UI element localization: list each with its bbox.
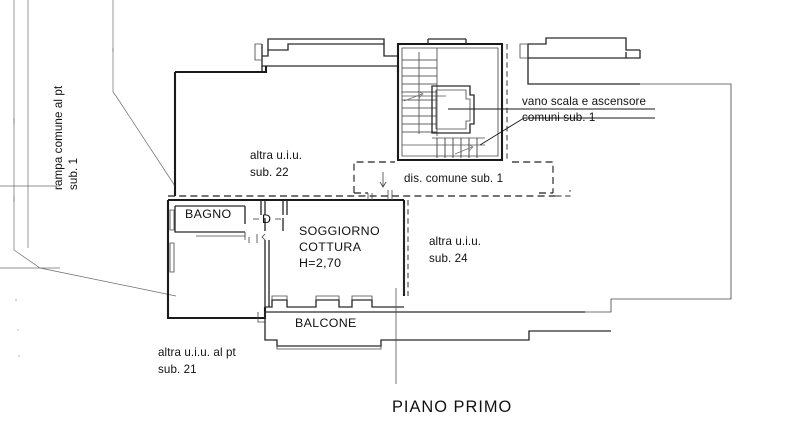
label-rampa-comune: rampa comune al pt sub. 1 <box>52 85 80 190</box>
stair-flight-lower <box>402 137 485 158</box>
building-envelope-right <box>585 83 732 313</box>
label-altra-uiu-22: altra u.i.u. sub. 22 <box>250 149 302 179</box>
label-altra-uiu-22-line2: sub. 22 <box>250 166 289 179</box>
page-title: PIANO PRIMO <box>392 398 512 416</box>
label-altra-uiu-21: altra u.i.u. al pt sub. 21 <box>158 346 237 376</box>
label-vano-scala: vano scala e ascensore comuni sub. 1 <box>522 95 646 124</box>
label-dis-comune: dis. comune sub. 1 <box>404 172 503 185</box>
label-dis-comune-line1: dis. comune sub. 1 <box>404 172 503 185</box>
room-label-cottura: COTTURA <box>299 240 362 254</box>
ramp-speckle <box>15 299 20 357</box>
interior-partitions <box>248 200 288 307</box>
upper-right-balcony-outline <box>519 37 641 85</box>
room-label-bagno: BAGNO <box>185 207 232 221</box>
bathroom-walls <box>169 205 246 273</box>
label-altra-uiu-21-line1: altra u.i.u. al pt <box>158 346 237 359</box>
living-room-partition <box>403 200 409 296</box>
label-altra-uiu-22-line1: altra u.i.u. <box>250 149 302 162</box>
apartment-south-wall <box>265 295 404 308</box>
room-label-balcone: BALCONE <box>295 316 357 330</box>
label-vano-scala-line2: comuni sub. 1 <box>522 111 595 124</box>
label-rampa-comune-line1: rampa comune al pt <box>52 85 65 190</box>
common-landing-dashed <box>353 161 554 200</box>
door-mark-d: D <box>262 212 271 226</box>
unit-boundary-dashed <box>168 190 571 197</box>
room-label-soggiorno-cottura: SOGGIORNO COTTURA H=2,70 <box>299 224 380 270</box>
stair-elevator-core <box>396 38 508 162</box>
annotation-leaders <box>448 108 655 146</box>
label-rampa-comune-line2: sub. 1 <box>67 158 80 190</box>
label-vano-scala-line1: vano scala e ascensore <box>522 95 646 108</box>
balcony-outline <box>257 311 611 350</box>
room-label-soggiorno: SOGGIORNO <box>299 224 380 238</box>
label-altra-uiu-24-line1: altra u.i.u. <box>429 235 481 248</box>
label-altra-uiu-21-line2: sub. 21 <box>158 363 197 376</box>
stair-flight-upper <box>402 48 446 136</box>
label-altra-uiu-24: altra u.i.u. sub. 24 <box>429 235 481 265</box>
label-altra-uiu-24-line2: sub. 24 <box>429 252 468 265</box>
ramp-area-outline <box>13 0 177 297</box>
room-label-height: H=2,70 <box>299 256 341 270</box>
ramp-leaders <box>0 185 60 269</box>
elevator-shaft <box>431 85 475 134</box>
